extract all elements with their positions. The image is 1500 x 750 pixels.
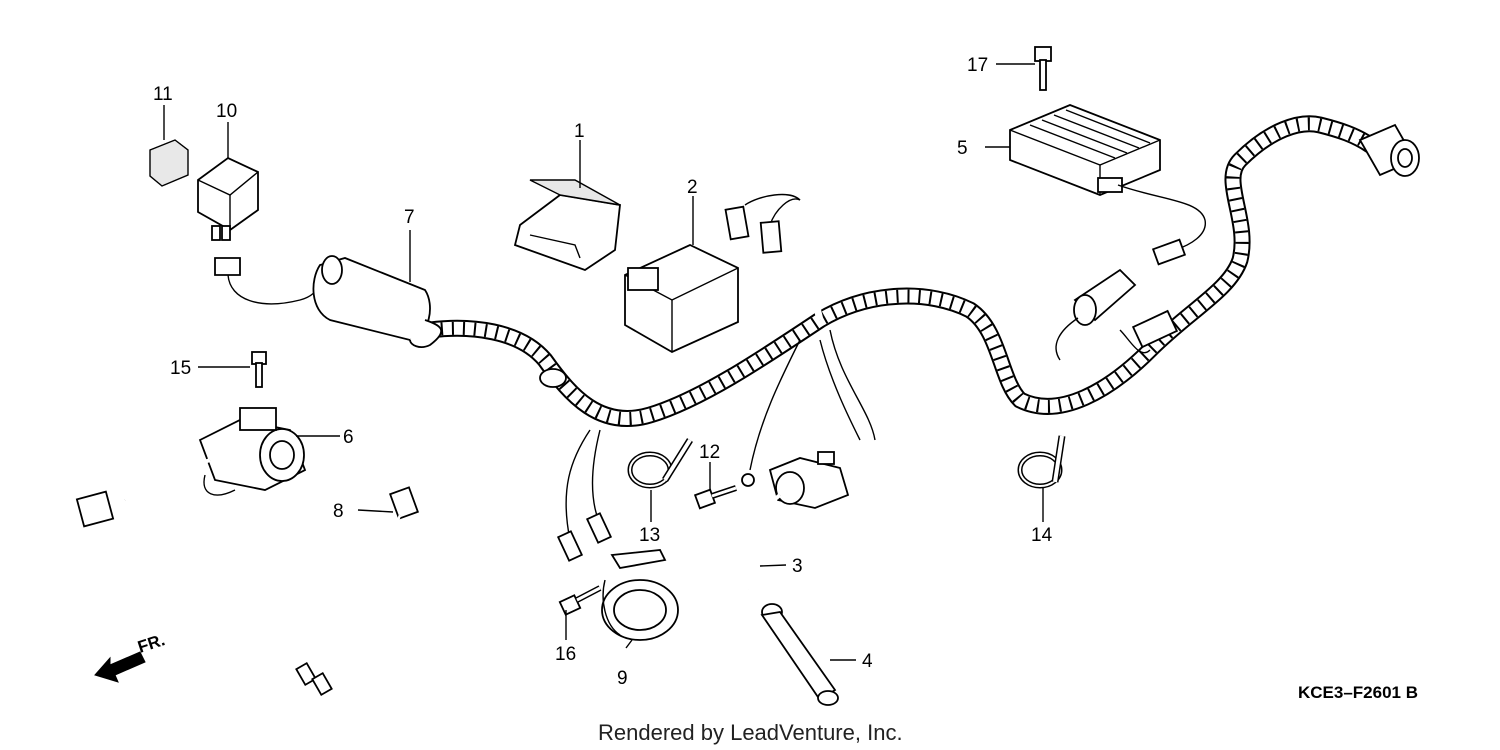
callout-17: 17 xyxy=(967,55,988,76)
condenser-right xyxy=(1055,268,1137,361)
callout-10: 10 xyxy=(216,101,237,122)
part-11-fuse xyxy=(149,139,189,187)
callout-7: 7 xyxy=(404,207,415,228)
callout-5: 5 xyxy=(957,138,968,159)
main-wire-harness xyxy=(421,115,1379,562)
diagram-code: KCE3–F2601 B xyxy=(1298,683,1418,702)
callout-1: 1 xyxy=(574,121,585,142)
part-8-sub-harness xyxy=(295,486,419,697)
callout-2: 2 xyxy=(687,177,698,198)
callout-6: 6 xyxy=(343,427,354,448)
callout-4: 4 xyxy=(862,651,873,672)
part-16-bolt xyxy=(558,585,602,616)
part-5-regulator-rectifier xyxy=(1009,104,1206,266)
leader-lines xyxy=(163,63,1044,661)
part-1-cover xyxy=(513,179,621,271)
credit-text: Rendered by LeadVenture, Inc. xyxy=(598,720,903,745)
part-13-cable-band xyxy=(627,438,693,489)
part-3-ignition-coil xyxy=(745,451,850,591)
callout-8: 8 xyxy=(333,501,344,522)
callout-14: 14 xyxy=(1031,525,1053,546)
part-14-cable-band xyxy=(1017,435,1066,489)
callout-16: 16 xyxy=(555,644,576,665)
callout-11: 11 xyxy=(153,84,173,105)
front-direction-label: FR. xyxy=(135,630,167,657)
callout-15: 15 xyxy=(170,358,191,379)
callout-9: 9 xyxy=(617,668,628,689)
part-15-bolt xyxy=(251,351,267,388)
callout-labels: 1 2 3 4 5 6 7 8 9 10 11 12 13 14 15 16 1… xyxy=(153,55,1053,689)
callout-12: 12 xyxy=(699,442,720,463)
part-7-condenser xyxy=(214,255,443,348)
callout-3: 3 xyxy=(792,556,803,577)
right-end-connector xyxy=(1358,123,1420,177)
part-9-horn xyxy=(601,549,679,641)
part-12-screw xyxy=(693,473,755,510)
part-6-ignition-switch xyxy=(75,407,307,528)
part-2-control-unit xyxy=(624,244,739,354)
part-4-spark-plug-cap xyxy=(760,603,839,706)
part-17-bolt xyxy=(1034,46,1052,91)
front-direction-arrow: FR. xyxy=(94,630,167,683)
part-10-relay xyxy=(197,156,259,241)
callout-13: 13 xyxy=(639,525,660,546)
